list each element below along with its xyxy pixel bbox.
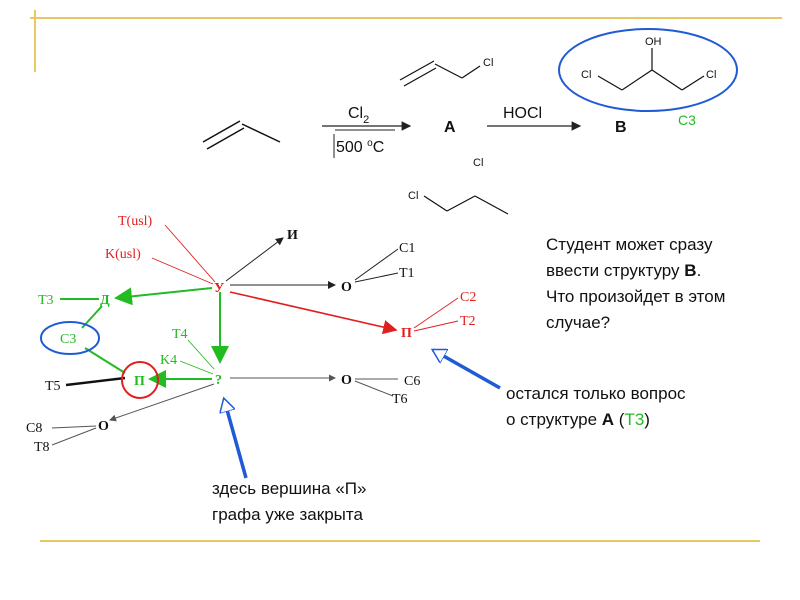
node-question: ? xyxy=(215,373,222,388)
remaining-tag-t3: Т3 xyxy=(624,410,645,429)
label-k-usl: K(usl) xyxy=(105,247,141,262)
frame-left-line xyxy=(34,10,36,72)
closed-line-2: графа уже закрыта xyxy=(212,505,363,524)
edge-t-usl xyxy=(164,224,216,283)
student-note: Студент может сразу ввести структуру B. … xyxy=(546,232,786,336)
node-i: И xyxy=(287,228,298,243)
edge-o3-c8 xyxy=(51,425,97,429)
edge-p-t5 xyxy=(65,376,126,387)
struct-extra-cl-top: Cl xyxy=(473,157,483,169)
label-c1: C1 xyxy=(399,241,415,256)
label-t5: T5 xyxy=(45,379,61,394)
edge-u-p-red xyxy=(229,291,398,335)
label-c8: C8 xyxy=(26,421,42,436)
label-t4: T4 xyxy=(172,327,188,342)
label-t8: T8 xyxy=(34,440,50,455)
label-t-usl: T(usl) xyxy=(118,214,153,229)
p-red-circle xyxy=(121,361,159,399)
product-b-c3-label: C3 xyxy=(678,112,696,128)
dichlorohydrin-structure xyxy=(597,48,705,91)
product-a-label: A xyxy=(444,119,456,136)
student-note-line-3: Что произойдет в этом xyxy=(546,287,726,306)
reagent-cl2: Cl2 xyxy=(348,105,369,126)
label-t6: T6 xyxy=(392,392,408,407)
node-u: У xyxy=(214,281,224,296)
remaining-line-2: о структуре A (Т3) xyxy=(506,410,650,429)
reaction-scheme: Cl2 500 oC A HOCl B C3 Cl OH Cl Cl Cl C xyxy=(202,28,738,215)
student-note-line-1: Студент может сразу xyxy=(546,235,713,254)
frame-top-line xyxy=(30,17,782,19)
node-p-red: П xyxy=(401,326,412,341)
pointer-arrow-p-red xyxy=(433,348,501,390)
label-k4: K4 xyxy=(160,353,177,368)
node-o3: O xyxy=(98,419,109,434)
product-b-label: B xyxy=(615,119,627,136)
allyl-chloride-structure xyxy=(399,60,481,87)
edge-t4 xyxy=(187,339,215,370)
edge-c3-p xyxy=(84,347,126,374)
solution-graph: У И Д O П ? П O O T(usl) K(usl) T3 C3 T4… xyxy=(26,214,476,455)
frame-bottom-line xyxy=(40,540,760,542)
label-t1: T1 xyxy=(399,266,415,281)
edge-q-o3 xyxy=(109,383,215,422)
edge-p-t2 xyxy=(413,320,459,332)
student-note-b: B xyxy=(684,261,697,280)
node-o1: O xyxy=(341,280,352,295)
edge-u-d xyxy=(114,287,213,306)
struct-extra-cl-left: Cl xyxy=(408,190,418,202)
label-c2: C2 xyxy=(460,290,476,305)
struct-b-cl-left: Cl xyxy=(581,69,591,81)
reaction-condition: 500 oC xyxy=(336,138,384,156)
closed-vertex-note: здесь вершина «П» графа уже закрыта xyxy=(212,476,432,528)
label-c6: C6 xyxy=(404,374,420,389)
edge-p-c2 xyxy=(413,297,459,329)
propene-structure xyxy=(202,120,281,150)
node-p-green: П xyxy=(134,374,145,389)
label-t3: T3 xyxy=(38,293,54,308)
edge-u-i xyxy=(225,237,284,282)
student-note-line-4: случае? xyxy=(546,313,611,332)
struct-b-oh: OH xyxy=(645,36,662,48)
label-c3: C3 xyxy=(60,332,76,347)
edge-o1-t1 xyxy=(354,272,399,283)
pointer-arrow-p-closed xyxy=(224,399,248,479)
propyl-chloride-structure xyxy=(423,195,509,215)
label-t2: T2 xyxy=(460,314,476,329)
struct-b-cl-right: Cl xyxy=(706,69,716,81)
edge-o3-t8 xyxy=(51,427,97,446)
closed-line-1: здесь вершина «П» xyxy=(212,479,367,498)
remaining-bold-a: A xyxy=(601,410,615,429)
struct-a-cl: Cl xyxy=(483,57,493,69)
remaining-question-note: остался только вопрос о структуре A (Т3) xyxy=(506,381,766,433)
c3-blue-circle xyxy=(40,321,100,355)
product-b-circle xyxy=(558,28,738,112)
node-d: Д xyxy=(100,293,110,308)
edge-k4 xyxy=(179,360,214,375)
edge-o1-c1 xyxy=(354,248,399,281)
node-o2: O xyxy=(341,373,352,388)
reagent-hocl: HOCl xyxy=(503,105,542,122)
student-note-line-2: ввести структуру B. xyxy=(546,261,702,280)
edge-o2-t6 xyxy=(354,380,394,397)
remaining-line-1: остался только вопрос xyxy=(506,384,686,403)
edge-k-usl xyxy=(151,257,214,285)
